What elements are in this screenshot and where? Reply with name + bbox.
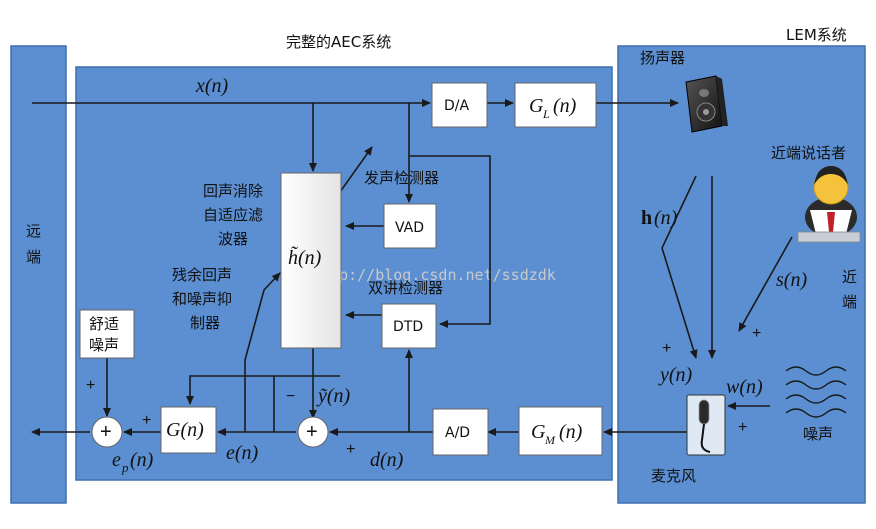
da-block: D/A (431, 82, 488, 128)
gm-block: G M (n) (518, 406, 603, 456)
microphone-icon (686, 394, 726, 456)
svg-text:噪声: 噪声 (89, 336, 119, 354)
svg-text:(n): (n) (553, 95, 577, 117)
microphone-label: 麦克风 (651, 467, 696, 485)
noise-label: 噪声 (803, 425, 833, 443)
vad-block: VAD (383, 203, 437, 249)
sign-plus-comfort: + (86, 377, 95, 394)
far-end-label-2: 端 (26, 248, 41, 266)
echo-filter-label-1: 回声消除 (203, 182, 263, 200)
adaptive-filter-block: h̃(n) (280, 172, 342, 349)
sign-plus-g: + (142, 412, 151, 429)
signal-ep: e (112, 449, 121, 471)
signal-h-tail: (n) (654, 207, 678, 229)
signal-ep-sub: p (121, 460, 129, 475)
sign-plus-speech: + (752, 325, 761, 342)
echo-filter-label-3: 波器 (218, 230, 248, 248)
gl-block: G L (n) (514, 82, 597, 128)
far-end-panel (10, 45, 67, 504)
svg-text:(n): (n) (559, 421, 583, 443)
signal-e: e(n) (226, 442, 259, 464)
loudspeaker-icon (685, 75, 728, 133)
svg-text:VAD: VAD (395, 220, 424, 236)
residual-suppressor-label-1: 残余回声 (172, 266, 232, 284)
output-summer: + (91, 416, 123, 448)
error-summer: + (297, 416, 329, 448)
residual-suppressor-label-3: 制器 (190, 314, 220, 332)
near-end-label-2: 端 (842, 293, 857, 311)
g-suppressor-block: G(n) (160, 406, 217, 454)
svg-text:G: G (529, 95, 544, 117)
svg-text:h̃(n): h̃(n) (288, 245, 322, 269)
signal-x: x(n) (195, 75, 229, 97)
svg-text:G(n): G(n) (166, 419, 204, 441)
lem-system-title: LEM系统 (786, 26, 847, 44)
svg-text:G: G (531, 421, 546, 443)
svg-text:舒适: 舒适 (89, 315, 119, 333)
echo-filter-label-2: 自适应滤 (203, 206, 263, 224)
svg-text:D/A: D/A (444, 98, 469, 114)
svg-text:DTD: DTD (393, 319, 423, 335)
signal-y-tilde: ỹ(n) (316, 385, 351, 407)
near-end-label-1: 近 (842, 268, 857, 286)
signal-h: h (641, 207, 652, 229)
vad-description: 发声检测器 (364, 169, 439, 187)
far-end-label-1: 远 (26, 222, 41, 240)
sign-plus-echo: + (662, 340, 671, 357)
sign-plus-noise: + (738, 419, 747, 436)
signal-wires (31, 99, 793, 436)
residual-suppressor-label-2: 和噪声抑 (172, 290, 232, 308)
svg-text:+: + (100, 421, 112, 443)
svg-text:L: L (542, 107, 550, 121)
near-end-talker-icon (797, 166, 861, 243)
lem-system-panel (617, 45, 866, 504)
dtd-description: 双讲检测器 (368, 279, 443, 297)
watermark: http://blog.csdn.net/ssdzdk (312, 266, 556, 284)
signal-ep-tail: (n) (130, 449, 154, 471)
signal-d: d(n) (370, 449, 404, 471)
svg-text:+: + (306, 421, 318, 443)
svg-text:M: M (544, 433, 556, 447)
aec-system-title: 完整的AEC系统 (286, 33, 391, 51)
dtd-block: DTD (381, 303, 437, 349)
signal-y: y(n) (658, 364, 693, 386)
speaker-label: 扬声器 (640, 49, 685, 67)
svg-text:A/D: A/D (445, 425, 470, 441)
signal-w: w(n) (726, 376, 763, 398)
near-talker-label: 近端说话者 (771, 144, 846, 162)
noise-waves-icon (785, 366, 847, 418)
sign-plus-d: + (346, 441, 355, 458)
comfort-noise-block: 舒适 噪声 (79, 309, 135, 359)
sign-minus-filter: − (286, 388, 295, 405)
ad-block: A/D (432, 408, 489, 456)
signal-s: s(n) (776, 269, 807, 291)
